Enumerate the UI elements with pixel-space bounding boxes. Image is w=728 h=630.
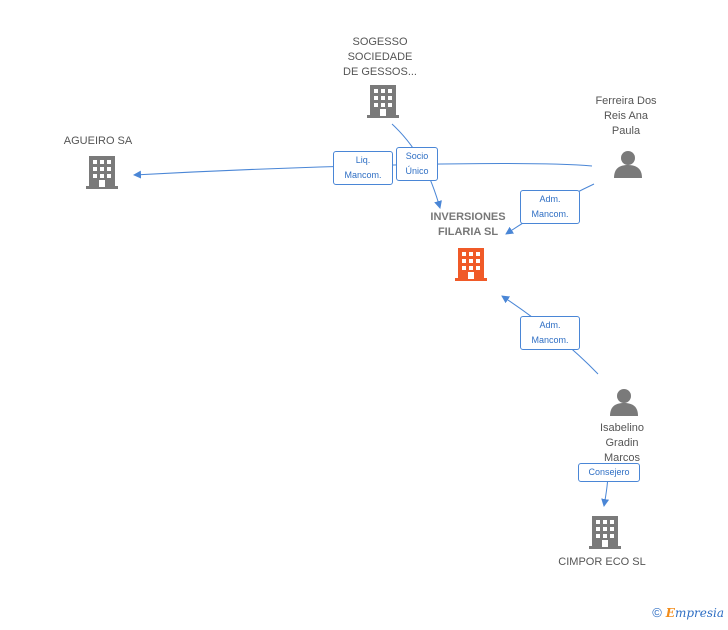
edge-label-line: Adm. (539, 194, 561, 204)
label-line: Paula (611, 125, 641, 137)
brand-initial: E (665, 605, 675, 620)
label-line: Reis Ana (603, 110, 649, 122)
edge-label-line: Socio (405, 151, 429, 161)
edge-label-adm-mancom-isabelino[interactable]: Adm. Mancom. (520, 316, 580, 350)
edge-label-line: Único (405, 166, 429, 176)
building-icon (589, 516, 621, 549)
person-icon (614, 151, 642, 178)
label-line: INVERSIONES (430, 211, 506, 223)
building-icon-highlight (455, 248, 487, 281)
node-label-cimpor[interactable]: CIMPOR ECO SL (542, 555, 662, 570)
label-line: SOGESSO (352, 36, 408, 48)
label-line: Gradin (605, 437, 639, 449)
footer-brand: © Empresia (652, 605, 724, 620)
label-line: Ferreira Dos (595, 95, 657, 107)
node-label-sogesso[interactable]: SOGESSO SOCIEDADE DE GESSOS... (320, 35, 440, 80)
edge-label-line: Mancom. (344, 170, 382, 180)
edge-label-consejero[interactable]: Consejero (578, 463, 640, 482)
building-icon (367, 85, 399, 118)
person-icon (610, 389, 638, 416)
edge-label-adm-mancom-ferreira[interactable]: Adm. Mancom. (520, 190, 580, 224)
edge-label-line: Mancom. (531, 209, 569, 219)
label-line: Isabelino (599, 422, 645, 434)
label-line: DE GESSOS... (343, 66, 417, 78)
label-line: AGUEIRO SA (63, 135, 133, 147)
node-label-inversiones[interactable]: INVERSIONES FILARIA SL (408, 210, 528, 240)
node-label-isabelino[interactable]: Isabelino Gradin Marcos (562, 421, 682, 466)
node-label-ferreira[interactable]: Ferreira Dos Reis Ana Paula (566, 94, 686, 139)
node-label-agueiro[interactable]: AGUEIRO SA (38, 134, 158, 149)
edge-label-line: Consejero (588, 467, 630, 477)
label-line: FILARIA SL (437, 226, 499, 238)
edge-label-line: Adm. (539, 320, 561, 330)
label-line: SOCIEDADE (347, 51, 413, 63)
brand-name: mpresia (674, 605, 724, 620)
label-line: Marcos (603, 452, 641, 464)
edge-label-line: Liq. (355, 155, 371, 165)
copyright-icon: © (652, 605, 662, 620)
building-icon (86, 156, 118, 189)
brand-logo: Empresia (666, 606, 724, 620)
edge-label-socio-unico[interactable]: Socio Único (396, 147, 438, 181)
label-line: CIMPOR ECO SL (558, 556, 646, 568)
edge-label-line: Mancom. (531, 335, 569, 345)
edge-label-liq-mancom[interactable]: Liq. Mancom. (333, 151, 393, 185)
